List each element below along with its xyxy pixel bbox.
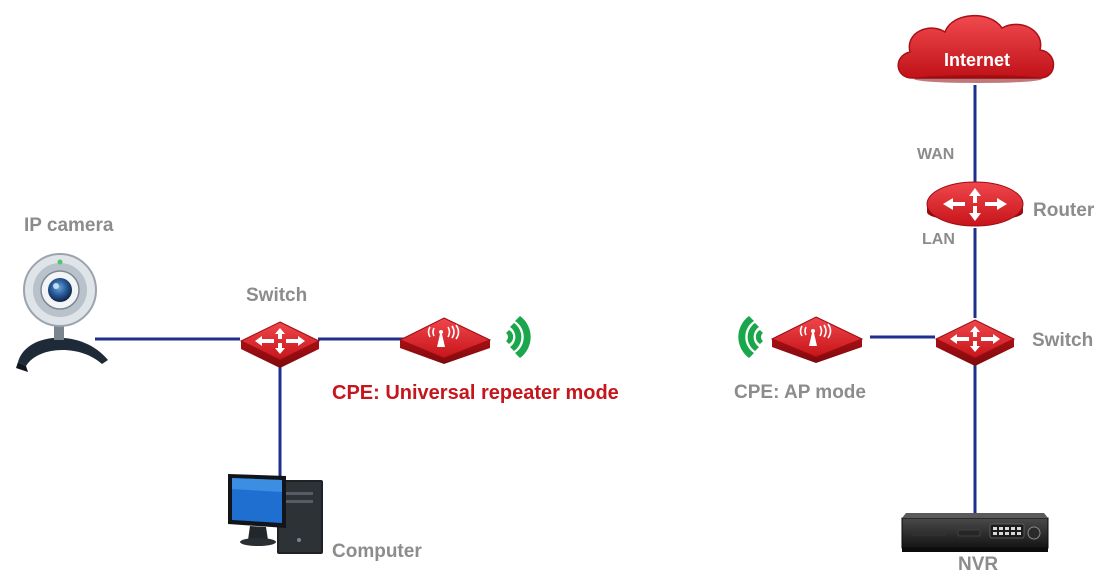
switch-right-label: Switch bbox=[1032, 330, 1094, 351]
cpe-repeater-label: CPE: Universal repeater mode bbox=[332, 382, 619, 404]
switch-left-icon bbox=[239, 321, 321, 368]
router-label: Router bbox=[1033, 200, 1095, 221]
computer-label: Computer bbox=[332, 541, 422, 562]
computer-icon bbox=[228, 474, 323, 554]
switch-right-icon bbox=[934, 319, 1016, 366]
ip-camera-label: IP camera bbox=[24, 215, 114, 236]
internet-cloud-icon bbox=[897, 14, 1055, 83]
wan-port-label: WAN bbox=[917, 146, 955, 163]
lan-port-label: LAN bbox=[922, 231, 955, 248]
links bbox=[95, 85, 977, 515]
switch-left-label: Switch bbox=[246, 285, 308, 306]
cpe-repeater-icon bbox=[398, 317, 492, 364]
router-icon bbox=[926, 181, 1024, 227]
wireless-signal-left-icon bbox=[738, 316, 763, 358]
cpe-ap-icon bbox=[770, 316, 864, 363]
nvr-icon bbox=[901, 513, 1049, 552]
wireless-signal-right-icon bbox=[506, 316, 531, 358]
cpe-ap-label: CPE: AP mode bbox=[734, 382, 866, 403]
ip-camera-icon bbox=[16, 253, 108, 372]
internet-label: Internet bbox=[944, 50, 1011, 70]
nvr-label: NVR bbox=[958, 554, 999, 575]
